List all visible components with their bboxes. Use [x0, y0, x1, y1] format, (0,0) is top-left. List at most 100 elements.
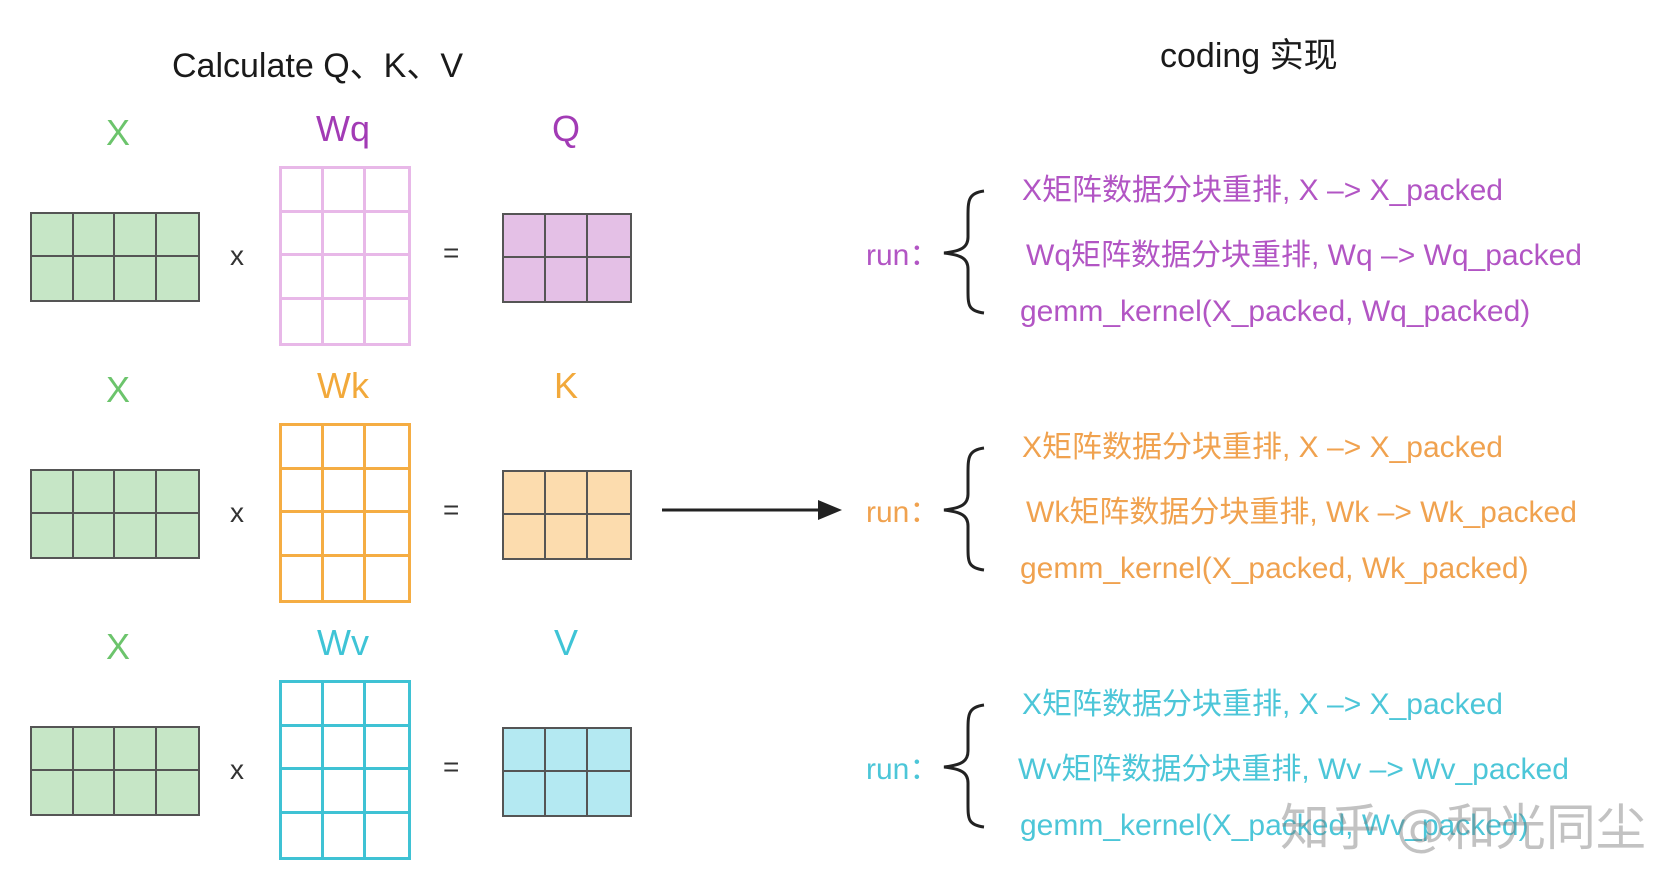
x-matrix-cell [156, 471, 198, 514]
output-matrix-cell [504, 258, 546, 301]
w-matrix-cell [366, 770, 408, 814]
code-line: Wk矩阵数据分块重排, Wk –> Wk_packed [1026, 496, 1577, 529]
x-matrix-cell [115, 471, 157, 514]
x-matrix [30, 212, 200, 302]
x-matrix-label: X [105, 369, 130, 410]
w-matrix-cell [282, 256, 324, 300]
x-matrix-cell [156, 728, 198, 771]
w-matrix-cell [282, 770, 324, 814]
output-matrix-cell [504, 729, 546, 772]
w-matrix-cell [324, 813, 366, 857]
x-matrix-cell [74, 257, 115, 300]
w-matrix-cell [366, 426, 408, 470]
w-matrix-cell [282, 813, 324, 857]
output-matrix [502, 727, 632, 817]
output-matrix-cell [588, 515, 630, 558]
w-matrix-cell [324, 426, 366, 470]
output-matrix-cell [588, 472, 630, 515]
w-matrix-cell [282, 299, 324, 343]
multiply-sign: x [230, 497, 244, 528]
x-matrix-cell [32, 471, 74, 514]
w-matrix [279, 680, 411, 860]
w-matrix-cell [366, 814, 408, 858]
output-matrix-label: V [553, 622, 578, 663]
w-matrix-cell [324, 256, 366, 300]
output-matrix [502, 213, 632, 303]
code-line: Wv矩阵数据分块重排, Wv –> Wv_packed [1018, 753, 1569, 786]
w-matrix-label: Wk [317, 365, 369, 406]
output-matrix-cell [546, 258, 588, 301]
code-line: gemm_kernel(X_packed, Wv_packed) [1020, 809, 1529, 842]
x-matrix-cell [115, 214, 157, 257]
w-matrix-cell [366, 513, 408, 557]
code-line: gemm_kernel(X_packed, Wk_packed) [1020, 552, 1529, 585]
w-matrix-cell [366, 683, 408, 727]
x-matrix-cell [73, 728, 115, 771]
w-matrix-cell [366, 300, 408, 344]
x-matrix [30, 469, 200, 559]
x-matrix-cell [73, 471, 115, 514]
code-line: X矩阵数据分块重排, X –> X_packed [1022, 688, 1503, 721]
x-matrix-label: X [105, 626, 130, 667]
x-matrix-cell [32, 514, 74, 557]
w-matrix-cell [282, 556, 324, 600]
multiply-sign: x [230, 754, 244, 785]
w-matrix-cell [282, 169, 324, 213]
w-matrix-cell [282, 683, 324, 727]
w-matrix-cell [366, 213, 408, 256]
w-matrix-cell [366, 470, 408, 513]
output-matrix-cell [588, 772, 630, 815]
watermark: 知乎 @和光同尘 [1280, 799, 1646, 857]
output-matrix-cell [546, 472, 588, 515]
x-matrix [30, 726, 200, 816]
w-matrix-cell [282, 726, 324, 770]
w-matrix-cell [282, 469, 324, 513]
w-matrix-cell [366, 557, 408, 601]
x-matrix-cell [115, 514, 157, 557]
code-line: Wq矩阵数据分块重排, Wq –> Wq_packed [1026, 239, 1582, 272]
x-matrix-cell [156, 214, 198, 257]
x-matrix-cell [74, 514, 115, 557]
multiply-sign: x [230, 240, 244, 271]
curly-brace-icon [943, 189, 985, 315]
output-matrix [502, 470, 632, 560]
run-label: run： [866, 496, 940, 529]
w-matrix-label: Wq [316, 108, 370, 149]
x-matrix-cell [74, 771, 115, 814]
x-matrix-cell [115, 257, 157, 300]
output-matrix-cell [588, 729, 630, 772]
output-matrix-cell [588, 258, 630, 301]
w-matrix-cell [324, 556, 366, 600]
output-matrix-cell [504, 472, 546, 515]
w-matrix-cell [324, 169, 366, 213]
output-matrix-label: Q [551, 108, 580, 149]
x-matrix-cell [32, 728, 74, 771]
x-matrix-cell [157, 514, 199, 557]
w-matrix-cell [324, 683, 366, 727]
output-matrix-cell [504, 772, 546, 815]
x-matrix-cell [32, 214, 74, 257]
w-matrix-cell [324, 726, 366, 770]
x-matrix-cell [115, 771, 157, 814]
w-matrix [279, 166, 411, 346]
equals-sign: = [443, 237, 460, 268]
x-matrix-cell [32, 771, 74, 814]
output-matrix-cell [588, 215, 630, 258]
output-matrix-cell [546, 772, 588, 815]
equals-sign: = [443, 751, 460, 782]
run-label: run： [866, 239, 940, 272]
output-matrix-cell [504, 215, 546, 258]
x-matrix-cell [73, 214, 115, 257]
w-matrix-cell [324, 770, 366, 814]
w-matrix-cell [366, 727, 408, 770]
curly-brace-icon [943, 703, 985, 829]
w-matrix-cell [324, 299, 366, 343]
x-matrix-cell [157, 771, 199, 814]
output-matrix-label: K [553, 365, 578, 406]
output-matrix-cell [504, 515, 546, 558]
curly-brace-icon [943, 446, 985, 572]
equals-sign: = [443, 494, 460, 525]
right-title: coding 实现 [1160, 37, 1338, 75]
w-matrix-label: Wv [317, 622, 369, 663]
output-matrix-cell [546, 729, 588, 772]
